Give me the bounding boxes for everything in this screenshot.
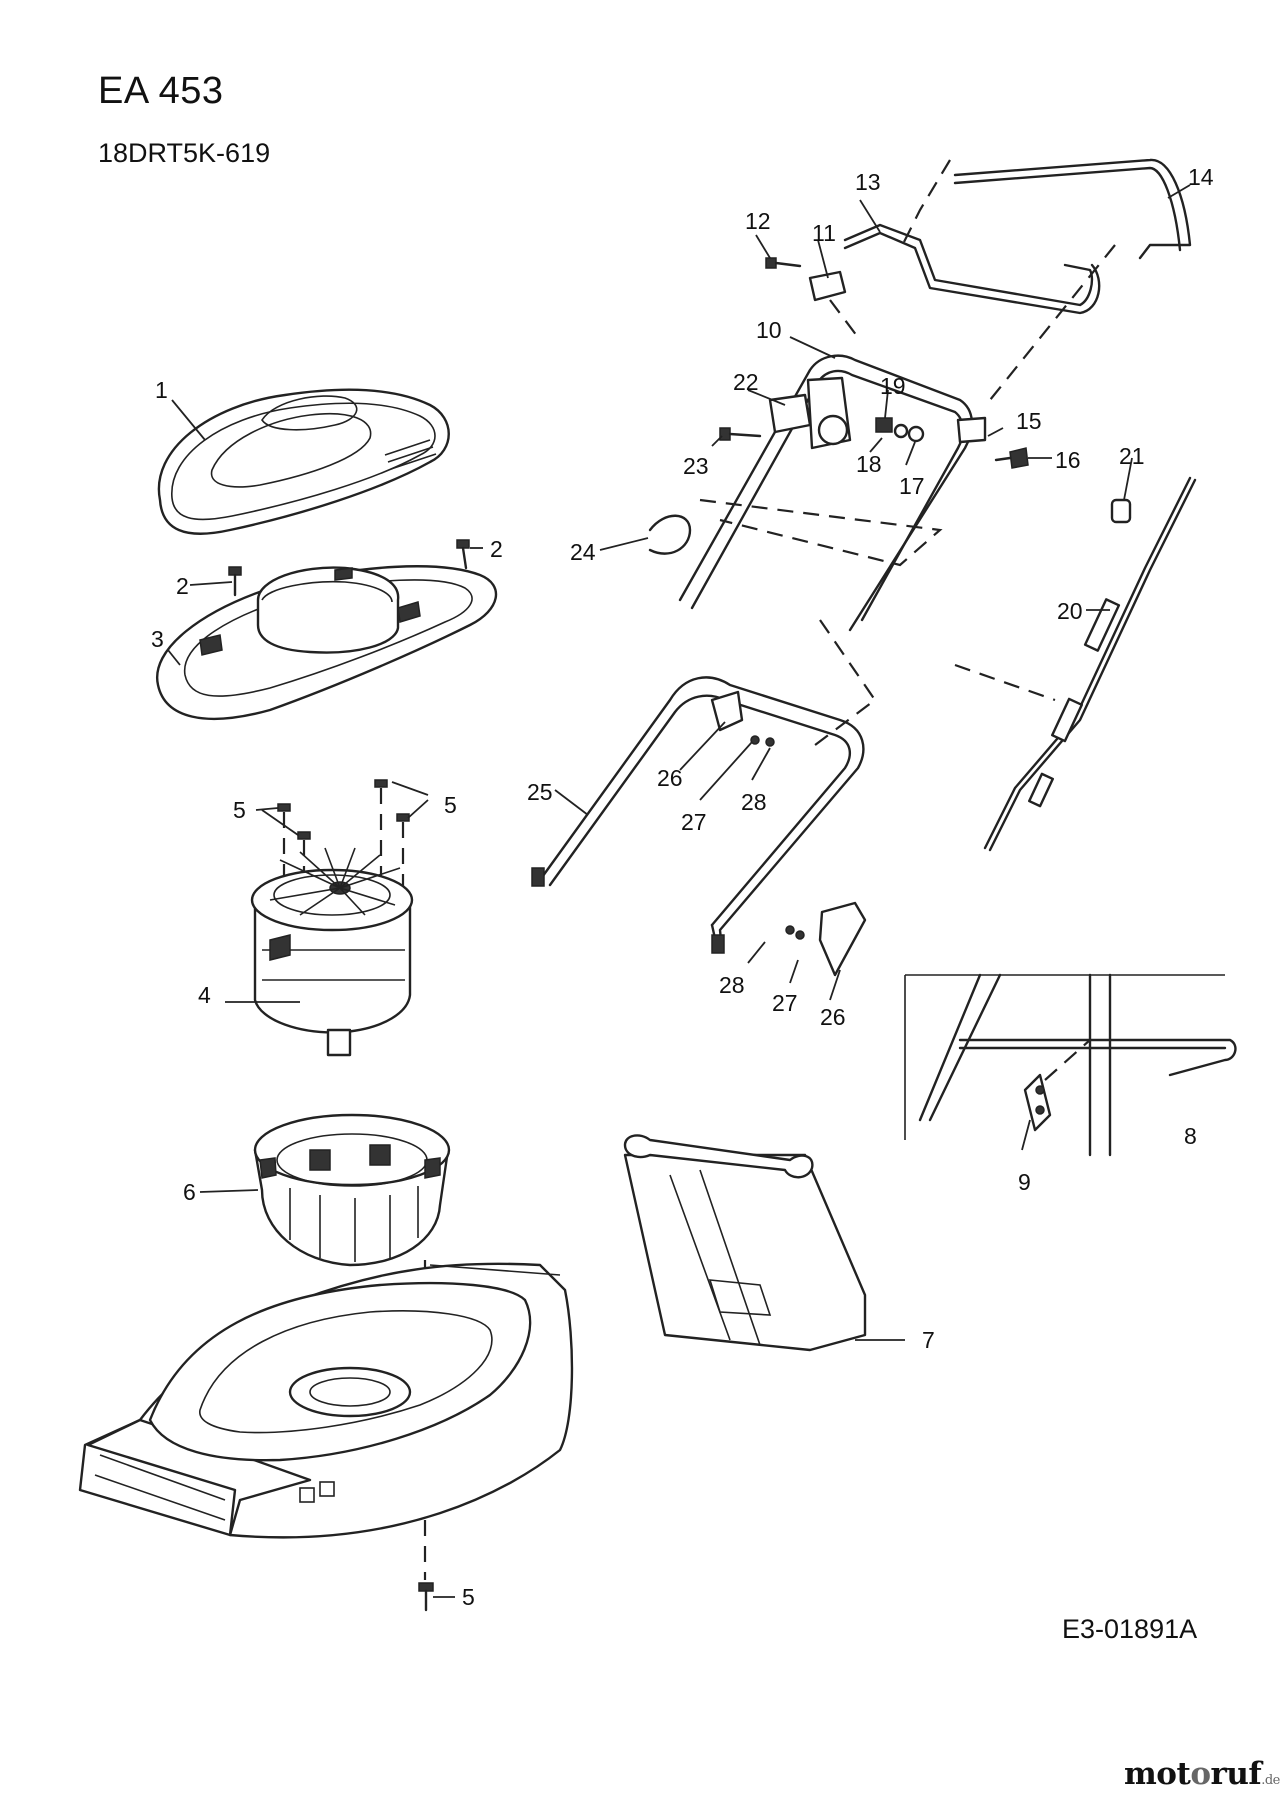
part-12-screw	[765, 257, 802, 269]
label-22: 22	[733, 369, 759, 395]
label-26-lower: 26	[820, 1004, 846, 1030]
label-18: 18	[856, 451, 882, 477]
model-number: 18DRT5K-619	[98, 138, 271, 168]
label-27-upper: 27	[681, 809, 707, 835]
part-16-knob	[994, 447, 1029, 469]
label-4: 4	[198, 982, 211, 1008]
part-22-switch-housing	[768, 393, 812, 434]
part-20-cable	[983, 476, 1197, 852]
label-28-lower: 28	[719, 972, 745, 998]
leader-lines	[167, 184, 1208, 1598]
label-13: 13	[855, 169, 881, 195]
label-16: 16	[1055, 447, 1081, 473]
part-3-cover-base	[155, 565, 498, 721]
assembly-lines	[814, 159, 1116, 746]
label-28-upper: 28	[741, 789, 767, 815]
detail-inset	[904, 973, 1237, 1157]
part-14-bail-bar	[953, 158, 1192, 260]
part-11-switch-box	[808, 270, 847, 302]
label-20: 20	[1057, 598, 1083, 624]
label-7: 7	[922, 1327, 935, 1353]
label-10: 10	[756, 317, 782, 343]
part-2-screw-left	[228, 566, 242, 597]
label-5-motor-left: 5	[233, 797, 246, 823]
part-2-screw-right	[456, 539, 470, 570]
part-18-washer	[893, 423, 909, 439]
label-19: 19	[880, 373, 906, 399]
label-27-lower: 27	[772, 990, 798, 1016]
label-21: 21	[1119, 443, 1145, 469]
part-4-motor	[250, 847, 414, 1057]
label-6: 6	[183, 1179, 196, 1205]
part-1-motor-cover	[157, 388, 450, 535]
part-19-nut	[875, 417, 893, 433]
label-5-motor-right: 5	[444, 792, 457, 818]
label-2-right: 2	[490, 536, 503, 562]
label-5-deck: 5	[462, 1584, 475, 1610]
part-17-washer	[907, 425, 925, 443]
label-3: 3	[151, 626, 164, 652]
label-26-upper: 26	[657, 765, 683, 791]
part-25-lower-handle	[531, 676, 867, 977]
part-23-bolt	[719, 427, 762, 441]
label-8: 8	[1184, 1123, 1197, 1149]
part-10-upper-handle	[678, 354, 987, 632]
label-2-left: 2	[176, 573, 189, 599]
label-12: 12	[745, 208, 771, 234]
label-23: 23	[683, 453, 709, 479]
label-17: 17	[899, 473, 925, 499]
label-1: 1	[155, 377, 168, 403]
label-24: 24	[570, 539, 596, 565]
label-15: 15	[1016, 408, 1042, 434]
label-25: 25	[527, 779, 553, 805]
part-24-clip	[648, 514, 692, 555]
label-9: 9	[1018, 1169, 1031, 1195]
part-labels: 1 2 2 3 4 5 5 5 6 7 8 9 10 11 12 13 14 1…	[151, 164, 1214, 1610]
document-number: E3-01891A	[1062, 1614, 1198, 1644]
part-6-motor-housing	[253, 1113, 451, 1267]
mower-deck	[78, 1262, 574, 1539]
part-5-deck-screw	[418, 1582, 434, 1612]
label-14: 14	[1188, 164, 1214, 190]
brand-logo: motoruf.de	[1124, 1756, 1280, 1792]
part-21-knob	[1110, 498, 1132, 524]
diagram-title: EA 453	[98, 70, 224, 112]
part-7-grass-catcher	[623, 1134, 867, 1352]
part-13-switch-bail	[843, 223, 1101, 315]
label-11: 11	[812, 220, 836, 246]
